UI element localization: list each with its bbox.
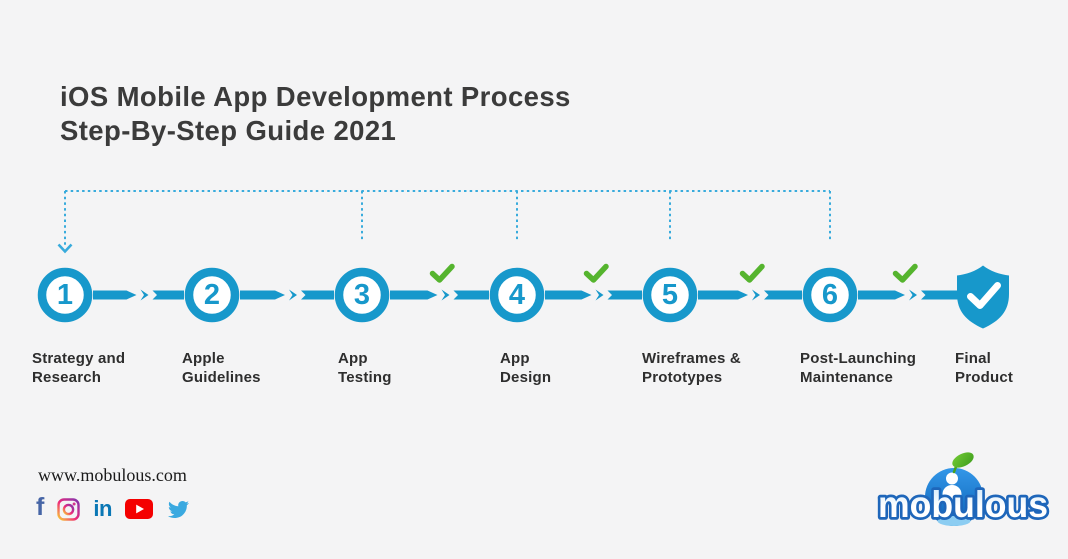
- mobulous-logo[interactable]: mobulous: [868, 441, 1064, 549]
- chevron-icon: [441, 289, 450, 301]
- website-url[interactable]: www.mobulous.com: [38, 465, 187, 485]
- step-label-3: App Testing: [338, 350, 392, 386]
- arrow-down-icon: [57, 243, 73, 254]
- connector-1-2: [93, 289, 184, 301]
- step-circle-2: 2: [184, 267, 240, 323]
- timeline-connectors: [93, 289, 966, 301]
- youtube-icon[interactable]: [124, 499, 153, 519]
- page-title: iOS Mobile App Development Process Step-…: [60, 81, 571, 146]
- connector-5-6: [698, 289, 802, 301]
- dotted-return-line: [57, 190, 831, 254]
- step-number-4: 4: [509, 279, 525, 311]
- step-number-2: 2: [204, 279, 220, 311]
- step-number-6: 6: [822, 279, 838, 311]
- step-number-1: 1: [57, 279, 73, 311]
- twitter-icon[interactable]: [166, 499, 191, 520]
- leaf-icon: [952, 452, 974, 468]
- chevron-icon: [289, 289, 297, 301]
- step-label-1: Strategy and Research: [32, 350, 126, 386]
- step-label-final: Final Product: [955, 350, 1014, 386]
- connector-2-3: [240, 289, 334, 301]
- chevron-icon: [752, 289, 760, 301]
- instagram-icon[interactable]: [57, 497, 81, 521]
- check-icon: [583, 263, 609, 283]
- check-icon: [739, 263, 765, 283]
- step-label-4: App Design: [500, 350, 552, 386]
- connector-6-final: [858, 289, 966, 301]
- step-number-5: 5: [662, 279, 678, 311]
- step-label-5: Wireframes & Prototypes: [642, 350, 741, 386]
- check-icon: [429, 263, 455, 283]
- step-circle-3: 3: [334, 267, 390, 323]
- connector-4-5: [545, 289, 642, 301]
- chevron-icon: [140, 289, 149, 301]
- step-circle-1: 1: [37, 267, 93, 323]
- step-circles: 1 2 3 4 5 6: [37, 267, 858, 323]
- logo-wordmark: mobulous: [878, 484, 1048, 525]
- chevron-icon: [595, 289, 604, 301]
- step-circle-5: 5: [642, 267, 698, 323]
- linkedin-icon[interactable]: in: [93, 496, 112, 521]
- connector-3-4: [390, 289, 489, 301]
- facebook-icon[interactable]: f: [36, 492, 45, 521]
- step-number-3: 3: [354, 279, 370, 311]
- social-links: f in: [36, 494, 191, 524]
- shield-check-icon: [957, 265, 1009, 329]
- step-circle-4: 4: [489, 267, 545, 323]
- blueberry-icon: [925, 452, 983, 526]
- step-checkmarks: [429, 263, 918, 283]
- chevron-icon: [909, 289, 917, 301]
- step-label-2: Apple Guidelines: [182, 350, 261, 386]
- check-icon: [892, 263, 918, 283]
- step-label-6: Post-Launching Maintenance: [800, 350, 917, 386]
- step-circle-6: 6: [802, 267, 858, 323]
